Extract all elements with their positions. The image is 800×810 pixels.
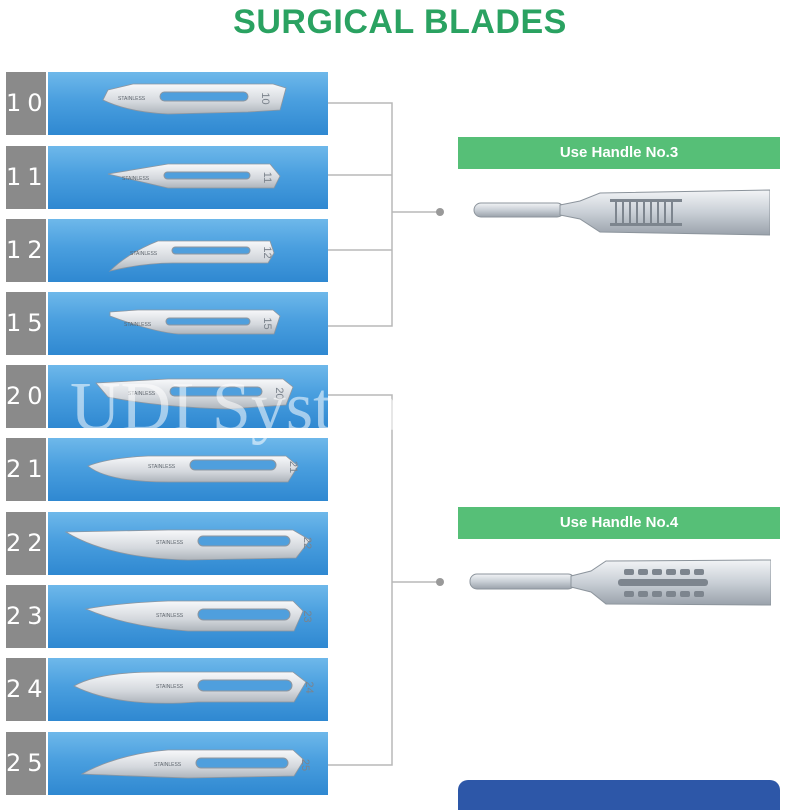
handle-4-image bbox=[469, 559, 771, 606]
handle-3-image bbox=[473, 189, 770, 236]
blade-row-15: 15 STAINLESS 15 bbox=[6, 292, 328, 355]
blade-panel: STAINLESS 25 bbox=[48, 732, 328, 795]
blade-panel: STAINLESS 12 bbox=[48, 219, 328, 282]
blade-image: STAINLESS 21 bbox=[87, 455, 299, 483]
blade-image: STAINLESS 24 bbox=[73, 671, 315, 704]
blade-image: STAINLESS 23 bbox=[84, 600, 313, 632]
blade-row-25: 25 STAINLESS 25 bbox=[6, 732, 328, 795]
blade-row-20: 20 STAINLESS 20 bbox=[6, 365, 328, 428]
page-title: SURGICAL BLADES bbox=[233, 3, 567, 41]
blade-image: STAINLESS 25 bbox=[80, 749, 311, 779]
blade-size-stamp: 23 bbox=[301, 610, 313, 622]
blade-number: 25 bbox=[6, 732, 46, 795]
blade-number: 15 bbox=[6, 292, 46, 355]
blade-stamp: STAINLESS bbox=[118, 96, 146, 102]
blade-image: STAINLESS 20 bbox=[95, 378, 294, 410]
handle-3-label: Use Handle No.3 bbox=[458, 137, 780, 169]
blade-panel: STAINLESS 24 bbox=[48, 658, 328, 721]
blade-size-stamp: 12 bbox=[261, 246, 273, 258]
blade-number: 20 bbox=[6, 365, 46, 428]
blade-image: STAINLESS 22 bbox=[64, 529, 313, 561]
blade-image: STAINLESS 10 bbox=[102, 83, 287, 115]
blade-row-21: 21 STAINLESS 21 bbox=[6, 438, 328, 501]
blade-stamp: STAINLESS bbox=[154, 762, 182, 768]
blade-size-stamp: 24 bbox=[303, 681, 315, 693]
blade-panel: STAINLESS 22 bbox=[48, 512, 328, 575]
blade-row-11: 11 STAINLESS 11 bbox=[6, 146, 328, 209]
blade-size-stamp: 25 bbox=[299, 759, 311, 771]
blade-number: 10 bbox=[6, 72, 46, 135]
blade-row-23: 23 STAINLESS 23 bbox=[6, 585, 328, 648]
blade-panel: STAINLESS 11 bbox=[48, 146, 328, 209]
blade-number: 22 bbox=[6, 512, 46, 575]
blade-row-24: 24 STAINLESS 24 bbox=[6, 658, 328, 721]
blade-panel: STAINLESS 10 bbox=[48, 72, 328, 135]
blade-row-22: 22 STAINLESS 22 bbox=[6, 512, 328, 575]
blade-number: 11 bbox=[6, 146, 46, 209]
blade-panel: STAINLESS 15 bbox=[48, 292, 328, 355]
blade-row-10: 10 STAINLESS 10 bbox=[6, 72, 328, 135]
blade-stamp: STAINLESS bbox=[148, 464, 176, 470]
blade-stamp: STAINLESS bbox=[156, 684, 184, 690]
blade-stamp: STAINLESS bbox=[130, 251, 158, 257]
blade-size-stamp: 11 bbox=[261, 172, 273, 183]
blade-size-stamp: 20 bbox=[273, 387, 285, 399]
handle-4-label: Use Handle No.4 bbox=[458, 507, 780, 539]
blade-stamp: STAINLESS bbox=[156, 613, 184, 619]
blade-number: 24 bbox=[6, 658, 46, 721]
blade-number: 12 bbox=[6, 219, 46, 282]
blade-size-stamp: 21 bbox=[287, 461, 299, 473]
blade-stamp: STAINLESS bbox=[156, 540, 184, 546]
blade-stamp: STAINLESS bbox=[128, 391, 156, 397]
bottom-banner bbox=[458, 780, 780, 810]
blade-panel: STAINLESS 23 bbox=[48, 585, 328, 648]
blade-panel: STAINLESS 21 bbox=[48, 438, 328, 501]
blade-number: 23 bbox=[6, 585, 46, 648]
blade-size-stamp: 10 bbox=[259, 92, 271, 104]
blade-stamp: STAINLESS bbox=[122, 176, 150, 182]
blade-image: STAINLESS 11 bbox=[107, 163, 281, 189]
blade-size-stamp: 15 bbox=[261, 317, 273, 329]
blade-number: 21 bbox=[6, 438, 46, 501]
blade-panel: STAINLESS 20 bbox=[48, 365, 328, 428]
blade-size-stamp: 22 bbox=[301, 537, 313, 549]
blade-image: STAINLESS 15 bbox=[109, 309, 281, 335]
blade-image: STAINLESS 12 bbox=[108, 240, 275, 272]
blade-stamp: STAINLESS bbox=[124, 322, 152, 328]
